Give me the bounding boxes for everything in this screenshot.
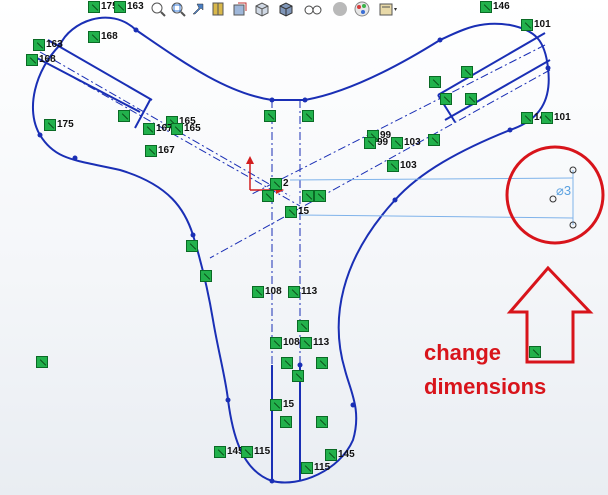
view-settings-icon[interactable] (378, 1, 397, 17)
view-orientation-icon[interactable] (254, 1, 270, 17)
centerline-right-2 (209, 69, 551, 259)
annotation-line-2: dimensions (424, 374, 547, 399)
heads-up-view-toolbar (150, 0, 450, 20)
previous-view-icon[interactable] (190, 1, 206, 17)
dimension-extension-upper (289, 177, 574, 181)
hide-show-items-icon[interactable] (304, 1, 322, 17)
slot-upper-right (437, 32, 551, 123)
centerline-right (249, 44, 546, 196)
up-arrow (506, 265, 594, 364)
zoom-to-area-icon[interactable] (170, 1, 186, 17)
apply-scene-icon[interactable] (354, 1, 370, 17)
edit-appearance-icon[interactable] (332, 1, 348, 17)
annotation-text: change dimensions (424, 336, 546, 404)
section-view-icon[interactable] (210, 1, 226, 17)
zoom-to-fit-icon[interactable] (150, 1, 166, 17)
highlight-circle (505, 145, 605, 245)
sketch-profile (32, 16, 550, 484)
dimension-extension-lower (299, 214, 574, 219)
centerline-left-2 (59, 69, 301, 207)
diameter-dimension[interactable]: ⌀3 (556, 183, 572, 198)
annotation-line-1: change (424, 340, 502, 365)
dynamic-annotation-icon[interactable] (232, 1, 248, 17)
slot-upper-left (34, 39, 153, 129)
centerline-left (39, 51, 291, 197)
display-style-icon[interactable] (278, 1, 294, 17)
